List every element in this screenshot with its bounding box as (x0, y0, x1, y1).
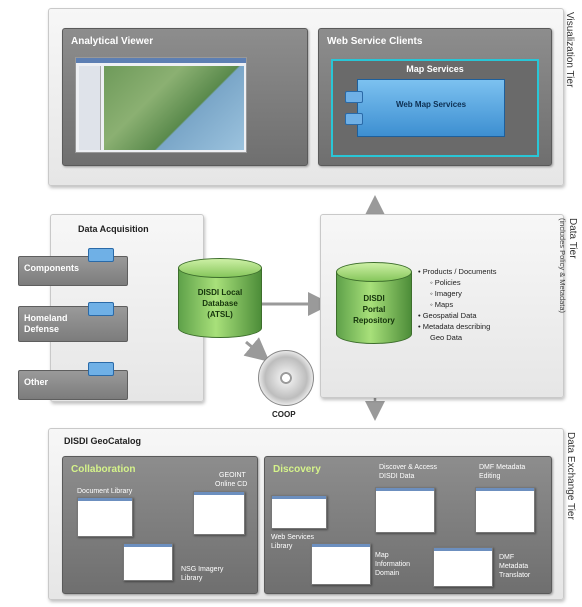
map-viewer-screenshot (75, 57, 247, 153)
portal-repository-cylinder: DISDI Portal Repository (336, 262, 412, 350)
data-tier-sublabel: (includes Policy & Metadata) (558, 218, 567, 314)
nsg-imagery-thumb[interactable] (123, 543, 173, 581)
source-components-icon (88, 248, 114, 262)
data-acquisition-title: Data Acquisition (78, 224, 149, 234)
web-services-label-1: Web Services (271, 534, 315, 541)
map-services-box: Map Services Web Map Services (331, 59, 539, 157)
geocatalog-title: DISDI GeoCatalog (64, 436, 142, 446)
geoint-label-2: Online CD (215, 481, 248, 488)
local-database-cylinder: DISDI Local Database (ATSL) (178, 258, 262, 346)
arrow-db-to-coop (243, 337, 270, 362)
source-components-label: Components (24, 263, 79, 273)
service-port-icon (345, 91, 363, 103)
document-library-thumb[interactable] (77, 497, 133, 537)
translator-thumb[interactable] (433, 547, 493, 587)
product-item: ◦ Maps (430, 300, 454, 309)
web-map-service-label: Web Map Services (395, 100, 467, 109)
translator-label-2: Metadata (499, 563, 529, 570)
source-homeland-defense-label: Homeland Defense (24, 313, 68, 334)
document-library-label: Document Library (77, 488, 133, 495)
map-info-label-3: Domain (375, 570, 400, 577)
product-item: ◦ Policies (430, 278, 461, 287)
discover-access-label-2: DISDI Data (379, 473, 415, 480)
product-item: Geo Data (430, 333, 463, 342)
source-homeland-defense-icon (88, 302, 114, 316)
coop-disc-icon (258, 350, 314, 406)
map-info-label-1: Map (375, 552, 389, 559)
collaboration-panel: Collaboration Document Library GEOINT On… (62, 456, 258, 594)
local-db-line3: (ATSL) (207, 310, 233, 319)
source-homeland-defense: Homeland Defense (18, 306, 128, 342)
web-service-clients-title: Web Service Clients (327, 36, 423, 47)
discover-access-thumb[interactable] (375, 487, 435, 533)
product-item: • Products / Documents (418, 267, 497, 276)
local-db-line2: Database (202, 299, 238, 308)
source-other-label: Other (24, 377, 49, 387)
portal-line2: Portal (362, 305, 386, 314)
map-services-label: Map Services (406, 64, 464, 74)
translator-label-1: DMF (499, 554, 515, 561)
service-port-icon (345, 113, 363, 125)
map-info-label-2: Information (375, 561, 411, 568)
map-info-thumb[interactable] (311, 543, 371, 585)
discover-access-label-1: Discover & Access (379, 464, 437, 471)
web-services-thumb[interactable] (271, 495, 327, 529)
analytical-viewer-title: Analytical Viewer (71, 36, 154, 47)
discovery-title: Discovery (273, 464, 321, 475)
web-services-label-2: Library (271, 543, 293, 550)
data-tier-label: Data Tier (includes Policy & Metadata) (558, 218, 578, 313)
nsg-label-1: NSG Imagery (181, 566, 224, 573)
portal-line1: DISDI (363, 294, 385, 303)
dmf-editing-label-1: DMF Metadata (479, 464, 526, 471)
map-image (104, 66, 244, 150)
data-tier-title: Data Tier (567, 218, 578, 259)
data-products-list: • Products / Documents ◦ Policies ◦ Imager… (418, 266, 546, 343)
visualization-tier-label: Visualization Tier (564, 12, 575, 88)
geoint-label-1: GEOINT (219, 472, 246, 479)
coop-label: COOP (272, 410, 296, 419)
nsg-label-2: Library (181, 575, 203, 582)
web-map-service-box: Web Map Services (357, 79, 505, 137)
geoint-online-thumb[interactable] (193, 491, 245, 535)
local-db-line1: DISDI Local (197, 288, 243, 297)
product-item: • Geospatial Data (418, 311, 477, 320)
dmf-editing-label-2: Editing (479, 473, 501, 480)
data-exchange-tier-label: Data Exchange Tier (565, 432, 576, 520)
product-item: ◦ Imagery (430, 289, 462, 298)
portal-line3: Repository (353, 316, 395, 325)
source-other-icon (88, 362, 114, 376)
web-service-clients-panel: Web Service Clients Map Services Web Map… (318, 28, 552, 166)
discovery-panel: Discovery Discover & Access DISDI Data D… (264, 456, 552, 594)
product-item: • Metadata describing (418, 322, 491, 331)
collaboration-title: Collaboration (71, 464, 136, 475)
dmf-editing-thumb[interactable] (475, 487, 535, 533)
translator-label-3: Translator (499, 572, 531, 579)
analytical-viewer-panel: Analytical Viewer (62, 28, 308, 166)
